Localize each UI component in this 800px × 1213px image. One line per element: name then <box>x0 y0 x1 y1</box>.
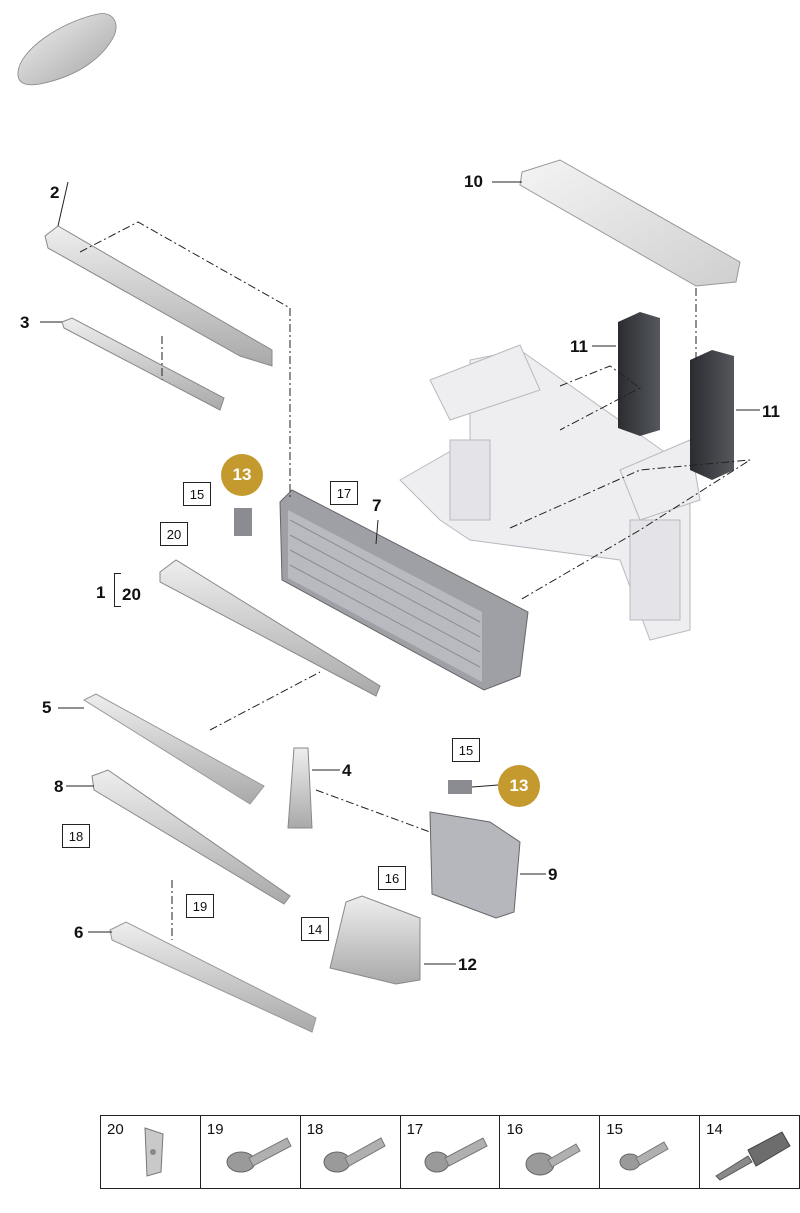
fastener-legend: 20 19 18 17 16 15 <box>100 1115 800 1189</box>
legend-number: 19 <box>206 1121 224 1138</box>
lower-trim-part <box>61 317 225 411</box>
legend-item-16: 16 <box>500 1116 601 1188</box>
legend-number: 16 <box>506 1121 524 1138</box>
callout-12: 12 <box>458 955 477 974</box>
legend-number: 17 <box>406 1121 424 1138</box>
legend-item-18: 18 <box>301 1116 401 1188</box>
highlight-13-lower[interactable]: 13 <box>498 765 540 807</box>
dash-dot-lines <box>79 221 751 940</box>
boxed-14: 14 <box>301 917 329 941</box>
boxed-18: 18 <box>62 824 90 848</box>
callout-5: 5 <box>42 698 52 717</box>
lower-support-part <box>91 769 291 905</box>
hex-bolt-icon <box>424 1137 488 1173</box>
callout-8: 8 <box>54 777 64 796</box>
legend-number: 18 <box>306 1121 324 1138</box>
radiator-part <box>279 489 529 691</box>
vehicle-thumbnail-icon <box>17 13 117 86</box>
clip-nut-icon <box>144 1127 164 1177</box>
callout-6: 6 <box>74 923 84 942</box>
callout-7: 7 <box>372 496 382 515</box>
legend-item-15: 15 <box>600 1116 701 1188</box>
callout-10: 10 <box>464 172 483 191</box>
bracket-1-20 <box>114 573 121 607</box>
bumper-beam-part <box>44 225 273 367</box>
highlight-13-upper[interactable]: 13 <box>221 454 263 496</box>
legend-number: 20 <box>107 1121 124 1138</box>
legend-item-17: 17 <box>401 1116 501 1188</box>
duct-frame-part <box>329 895 421 985</box>
sensor-part-upper <box>234 508 252 536</box>
sensor-part-lower <box>448 780 472 794</box>
callout-3: 3 <box>20 313 30 332</box>
washer-screw-icon <box>525 1143 582 1176</box>
callout-9: 9 <box>548 865 558 884</box>
boxed-17: 17 <box>330 481 358 505</box>
front-end-carrier <box>399 344 701 641</box>
spoiler-part <box>82 693 265 805</box>
leader-lines <box>40 181 760 965</box>
callout-20-sub: 20 <box>122 585 141 604</box>
boxed-16: 16 <box>378 866 406 890</box>
legend-number: 14 <box>706 1121 723 1138</box>
boxed-20: 20 <box>160 522 188 546</box>
flange-bolt-icon <box>226 1137 292 1173</box>
air-duct-part <box>519 159 741 287</box>
boxed-15-lower: 15 <box>452 738 480 762</box>
lower-bracket-part <box>159 559 381 697</box>
callout-11-left: 11 <box>570 337 588 356</box>
callout-11-right: 11 <box>762 402 780 421</box>
air-guide-left <box>618 312 660 436</box>
underbody-panel-part <box>109 921 317 1033</box>
washer-bolt-icon <box>323 1137 386 1173</box>
legend-item-14: 14 <box>700 1116 799 1188</box>
legend-number: 15 <box>606 1121 623 1138</box>
legend-item-20: 20 <box>101 1116 201 1188</box>
callout-4: 4 <box>342 761 352 780</box>
sensor-icon <box>715 1131 791 1181</box>
boxed-19: 19 <box>186 894 214 918</box>
callout-2: 2 <box>50 183 60 202</box>
vertical-bracket-part <box>287 747 313 829</box>
boxed-15-upper: 15 <box>183 482 211 506</box>
aux-radiator-part <box>429 811 521 919</box>
callout-1: 1 <box>96 583 106 602</box>
air-guide-right <box>690 350 734 480</box>
short-bolt-icon <box>619 1141 669 1171</box>
legend-item-19: 19 <box>201 1116 301 1188</box>
